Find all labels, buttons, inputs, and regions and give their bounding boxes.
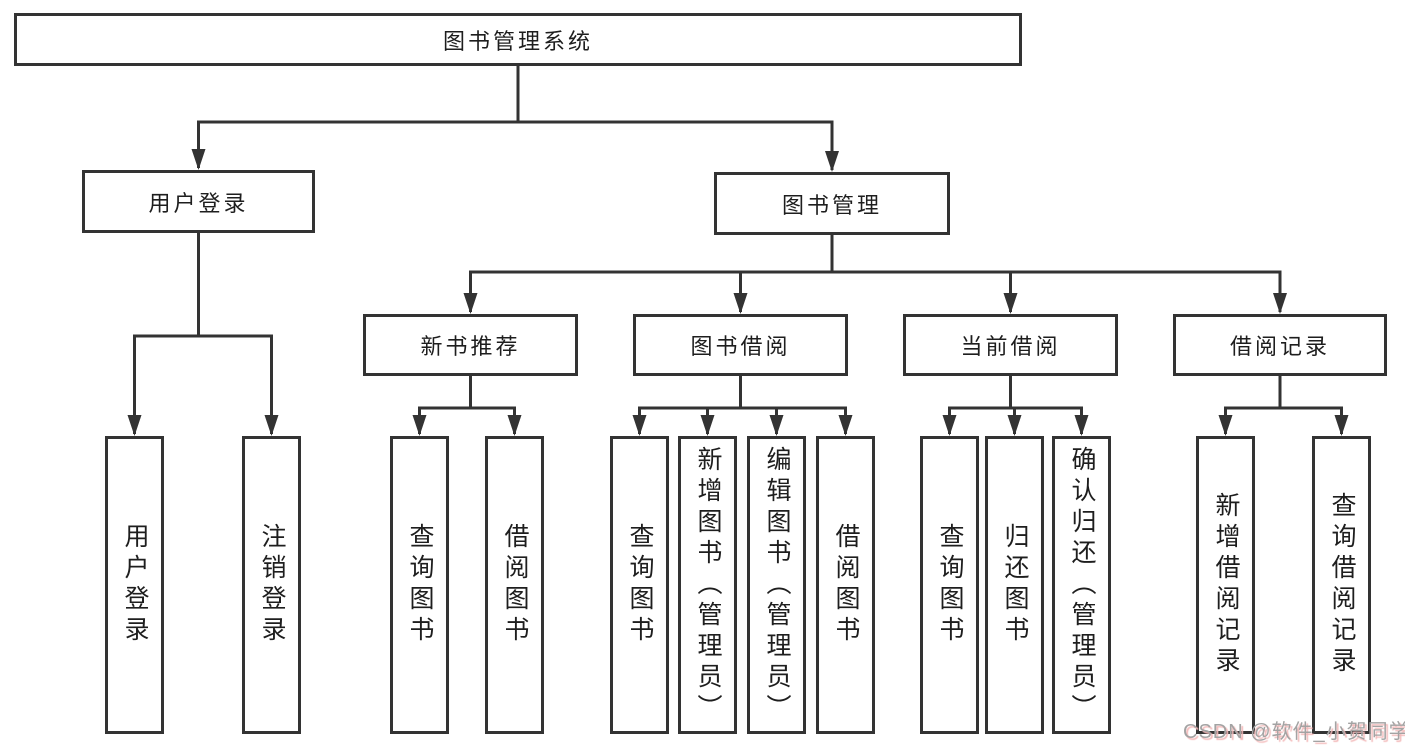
node-current-borrow-label: 当前借阅 bbox=[960, 334, 1061, 359]
leaf-add-borrow-record-label: 新增借阅记录 bbox=[1212, 492, 1240, 678]
arrowhead bbox=[127, 415, 142, 436]
arrowhead bbox=[942, 415, 957, 436]
leaf-confirm-return-admin-label: 确认归还（管理员） bbox=[1068, 445, 1096, 725]
node-book-management-label: 图书管理 bbox=[781, 192, 882, 218]
arrowhead bbox=[632, 415, 647, 436]
leaf-query-book-recommend: 查询图书 bbox=[390, 436, 449, 734]
node-borrow-record: 借阅记录 bbox=[1173, 314, 1387, 376]
leaf-add-borrow-record: 新增借阅记录 bbox=[1196, 436, 1255, 734]
arrowhead bbox=[1273, 293, 1287, 314]
node-user-login-label: 用户登录 bbox=[148, 190, 249, 216]
arrowhead bbox=[264, 415, 279, 436]
leaf-add-book-admin-label: 新增图书（管理员） bbox=[694, 445, 722, 725]
leaf-user-login: 用户登录 bbox=[105, 436, 164, 734]
arrowhead bbox=[412, 415, 427, 436]
leaf-borrow-book-label: 借阅图书 bbox=[832, 523, 860, 647]
node-new-book-recommend-label: 新书推荐 bbox=[420, 334, 521, 359]
leaf-query-book-recommend-label: 查询图书 bbox=[406, 523, 434, 647]
node-book-management: 图书管理 bbox=[714, 172, 950, 235]
arrowhead bbox=[1074, 415, 1089, 436]
leaf-user-login-label: 用户登录 bbox=[121, 523, 149, 647]
arrowhead bbox=[507, 415, 522, 436]
leaf-logout-label: 注销登录 bbox=[258, 523, 286, 647]
leaf-add-book-admin: 新增图书（管理员） bbox=[678, 436, 737, 734]
node-root: 图书管理系统 bbox=[14, 13, 1022, 66]
arrowhead bbox=[1007, 415, 1022, 436]
arrowhead bbox=[1334, 415, 1349, 436]
watermark: CSDN @软件_小贺同学 bbox=[1183, 721, 1405, 743]
node-new-book-recommend: 新书推荐 bbox=[363, 314, 578, 376]
arrowheads bbox=[127, 149, 1349, 436]
leaf-edit-book-admin: 编辑图书（管理员） bbox=[747, 436, 806, 734]
leaf-borrow-book-recommend-label: 借阅图书 bbox=[501, 523, 529, 647]
node-current-borrow: 当前借阅 bbox=[903, 314, 1118, 376]
leaf-confirm-return-admin: 确认归还（管理员） bbox=[1052, 436, 1111, 734]
arrowhead bbox=[733, 293, 748, 314]
leaf-return-book: 归还图书 bbox=[985, 436, 1044, 734]
node-user-login: 用户登录 bbox=[82, 170, 315, 233]
leaf-query-book-current-label: 查询图书 bbox=[936, 523, 964, 647]
arrowhead bbox=[838, 415, 853, 436]
arrowhead bbox=[700, 415, 715, 436]
arrowhead bbox=[1003, 293, 1018, 314]
leaf-query-book-borrow-label: 查询图书 bbox=[626, 523, 654, 647]
arrowhead bbox=[825, 151, 839, 172]
arrowhead bbox=[1218, 415, 1233, 436]
arrowhead bbox=[463, 293, 478, 314]
arrowhead bbox=[769, 415, 784, 436]
node-root-label: 图书管理系统 bbox=[442, 28, 593, 54]
leaf-borrow-book: 借阅图书 bbox=[816, 436, 875, 734]
leaf-query-book-current: 查询图书 bbox=[920, 436, 979, 734]
leaf-logout: 注销登录 bbox=[242, 436, 301, 734]
leaf-query-book-borrow: 查询图书 bbox=[610, 436, 669, 734]
arrowhead bbox=[191, 149, 206, 170]
node-borrow-record-label: 借阅记录 bbox=[1229, 334, 1330, 359]
node-book-borrow: 图书借阅 bbox=[633, 314, 848, 376]
leaf-edit-book-admin-label: 编辑图书（管理员） bbox=[763, 445, 791, 725]
leaf-borrow-book-recommend: 借阅图书 bbox=[485, 436, 544, 734]
node-book-borrow-label: 图书借阅 bbox=[690, 334, 791, 359]
leaf-query-borrow-record-label: 查询借阅记录 bbox=[1328, 492, 1356, 678]
leaf-query-borrow-record: 查询借阅记录 bbox=[1312, 436, 1371, 734]
leaf-return-book-label: 归还图书 bbox=[1001, 523, 1029, 647]
tree-edges bbox=[133, 66, 1343, 434]
